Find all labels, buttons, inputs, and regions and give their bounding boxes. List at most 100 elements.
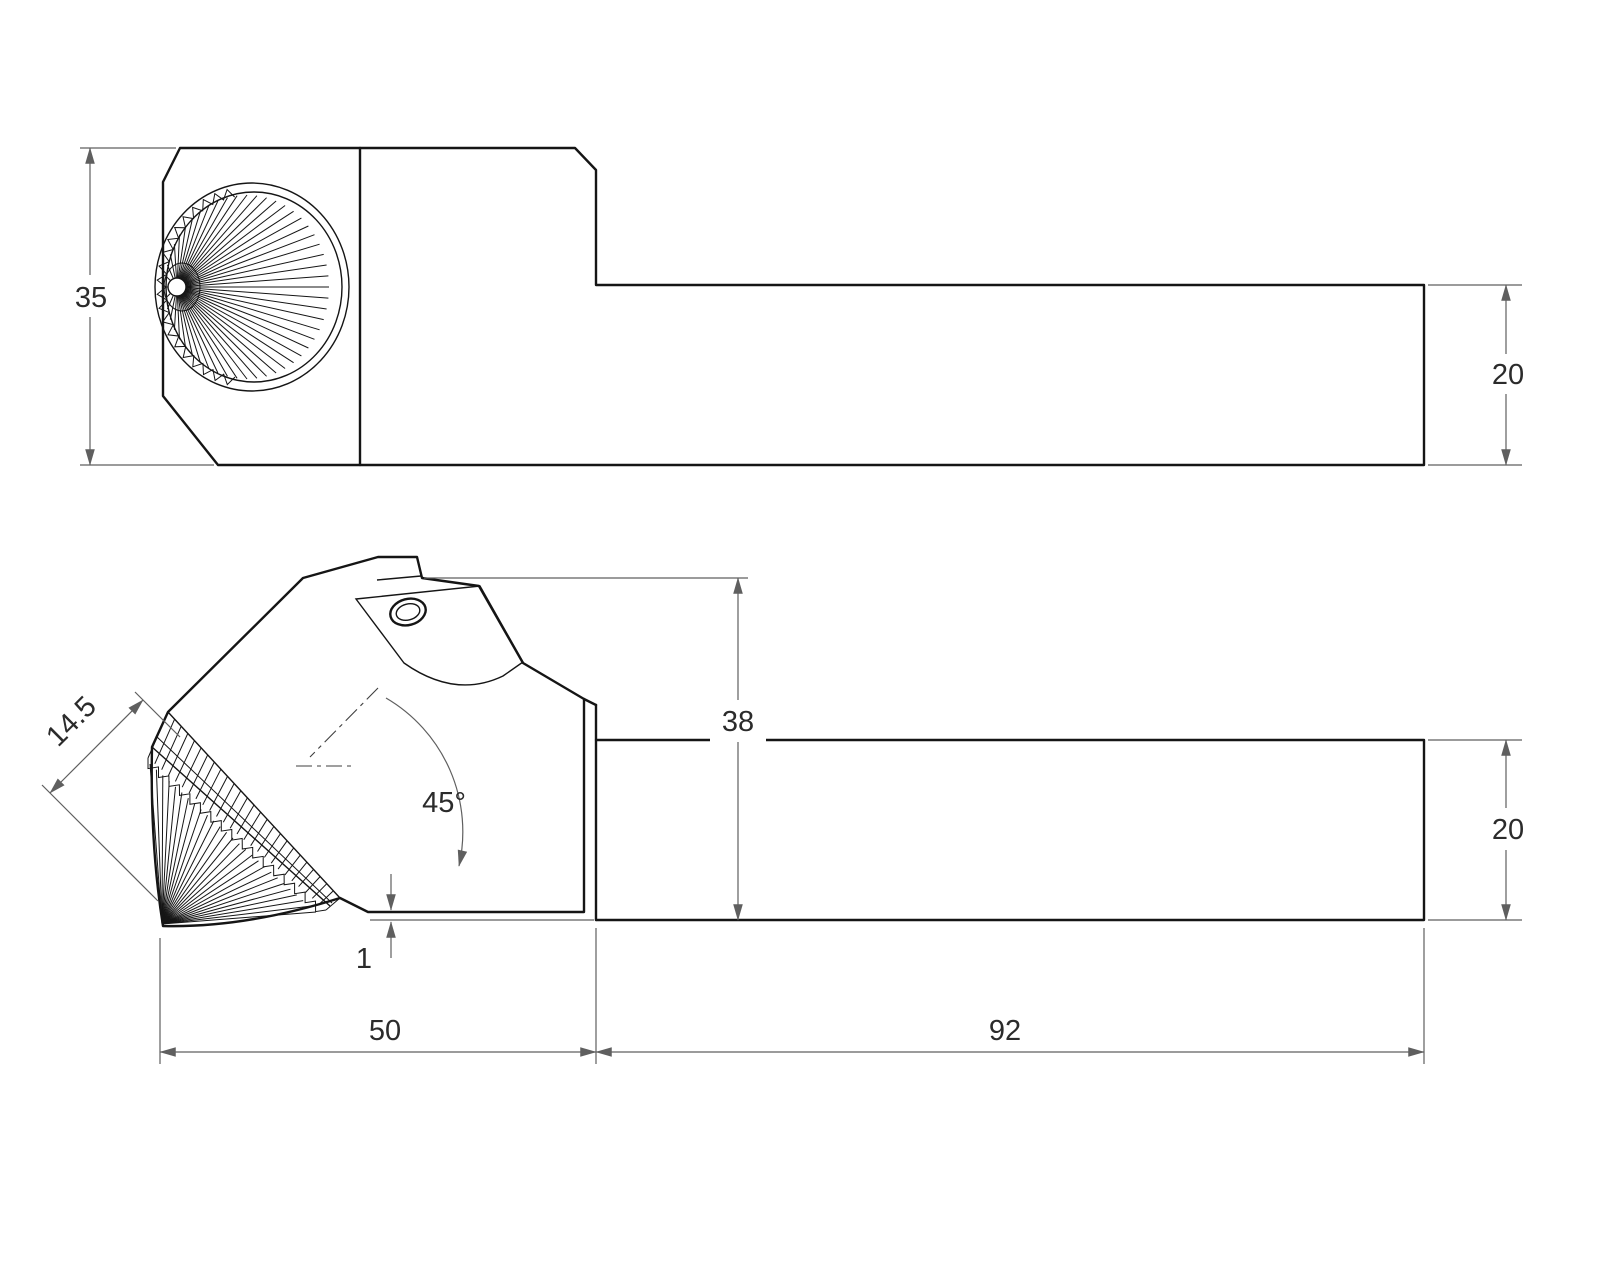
dim-head-height-front-label: 38 [722,706,754,738]
gear-fan-line [176,286,320,331]
gear-fan-line [176,286,187,349]
gear-fan-line [176,286,327,310]
knurl-hatch-line [147,711,169,759]
gear-hub-ring [163,262,201,312]
cone-fan-line [161,843,240,925]
cone-fan-line [161,792,183,925]
knurl-hatch-line [305,876,321,893]
gear-fan-line [176,286,248,380]
angle-arc-45 [385,697,468,867]
knurl-hatch-line [291,861,308,882]
gear-fan-line [176,195,258,288]
cone-fan-line [161,849,247,925]
knurl-hatch-line [250,819,268,846]
gear-teeth [156,188,236,386]
gear-fan-line [176,197,267,288]
cone-fan [149,763,317,925]
head-axis-centerline [309,687,379,758]
cone-fan-line [161,820,215,925]
knurl-hatch-line [188,754,209,794]
shank-outline [594,738,1426,922]
dim-shank-length-label: 92 [989,1015,1021,1047]
knurl-hatch-line [311,883,328,899]
cone-fan-line [161,815,208,925]
dim-line-14-5 [49,699,144,794]
knurl-hatch-line [284,854,301,876]
gear-fan-line [176,225,187,288]
cone-fan-line [161,894,297,925]
knurl-hatch-line [243,811,262,841]
cone-fan-line [161,900,304,925]
cone-fan-line [161,832,228,925]
cone-fan-line [161,860,259,925]
gear-fan-line [176,286,201,363]
dimensions: 35 20 14.5 45° 38 1 50 92 20 [40,147,1534,1064]
cone-fan-line [149,763,163,925]
cone-fan-line [161,781,170,925]
ext-line [134,691,181,738]
knurl-hatch-line [154,718,176,765]
gear-fan-line [176,286,302,357]
knurl-hatch-line [181,747,202,788]
gear-outer-ring [154,182,350,392]
label-bg [62,275,120,317]
knurl-hatch [147,711,341,911]
knurl-hatch-line [270,840,288,864]
cone-fan-line [161,883,285,925]
gear-fan-line [176,234,315,288]
knurl-hatch-line [298,869,314,887]
dim-cutter-length-label: 14.5 [40,690,103,753]
dim-head-length-label: 50 [369,1015,401,1047]
knurl-hatch-line [195,761,215,800]
cone-fan-line [155,769,163,925]
gear-fan-line [176,286,329,299]
cone-fan-line [161,888,291,925]
dim-head-height-top-label: 35 [75,282,107,314]
gear-hub-hole [167,277,187,297]
top-view-outline [161,146,1426,467]
gear-fan-line [176,286,324,321]
gear-fan-line [176,194,248,288]
gear-fan-line [176,286,294,364]
gear-fan-line [176,286,194,357]
cone-fan-line [161,871,272,925]
dim-tip-step-label: 1 [356,943,372,975]
gear-fan-line [176,200,277,288]
knurl-hatch-line [209,776,228,811]
knurl-hatch-line [263,833,281,858]
head-end-face-left [582,697,598,707]
cone-fan-line [161,854,253,925]
gear-fan-line [176,286,219,374]
gear-fan-line [176,286,315,340]
front-view [147,555,1426,928]
gear-teeth-band [156,188,236,386]
dim-head-angle-label: 45° [422,787,466,819]
gear-fan-line [176,211,201,288]
gear-fan-line [176,195,238,288]
collar-mid-line [155,735,333,904]
gear-fan-line [176,286,277,374]
gear-fan-line [176,200,219,288]
front-view-head-outline [150,555,586,928]
cone-fan-line [161,877,278,925]
gear-fan-line [176,217,194,288]
top-view-serrated-face [154,182,350,392]
gear-fan-line [176,286,238,379]
cone-fan-line [161,786,176,925]
gear-fan-line [176,286,267,377]
gear-fan-line [176,217,302,288]
clamp-screw-hole-inner [395,602,421,622]
label-bg [1478,354,1534,394]
cone-fan-line [161,905,310,925]
gear-fan-line [176,210,294,288]
knurl-hatch-line [257,826,275,852]
cone-fan-line [161,826,221,925]
gear-fan-line [176,225,309,288]
knurl-hatch-line [161,726,182,770]
gear-fan-line [176,264,327,288]
gear-fan-line [176,286,309,349]
cone-fan-line [161,866,266,925]
top-view [154,146,1426,467]
insert-clamp-outline [354,585,524,686]
